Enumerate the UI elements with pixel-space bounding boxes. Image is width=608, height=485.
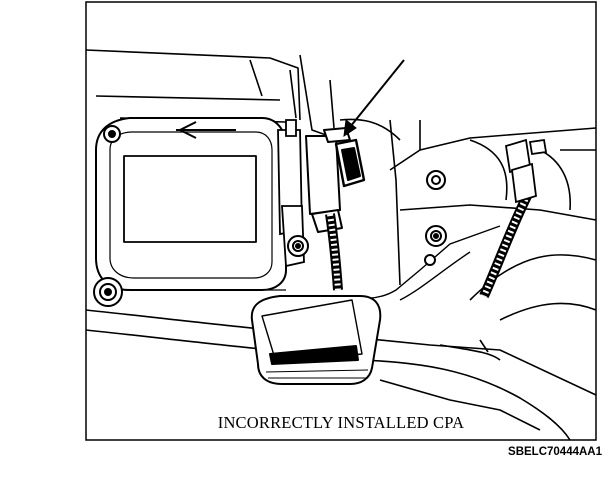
figure-reference-code: SBELC70444AA1 xyxy=(508,446,602,458)
background-structure xyxy=(85,49,597,441)
lower-trim-cover xyxy=(250,295,382,385)
airbag-module xyxy=(95,117,287,291)
side-connector xyxy=(504,138,548,204)
wiring-harness xyxy=(325,187,535,301)
electrical-connector xyxy=(305,127,366,233)
mounting-bolts xyxy=(93,125,447,307)
cpa-callout-arrow xyxy=(343,59,405,138)
figure-caption: INCORRECTLY INSTALLED CPA xyxy=(217,413,465,432)
direction-arrow xyxy=(176,121,236,139)
mounting-bracket xyxy=(277,119,305,268)
